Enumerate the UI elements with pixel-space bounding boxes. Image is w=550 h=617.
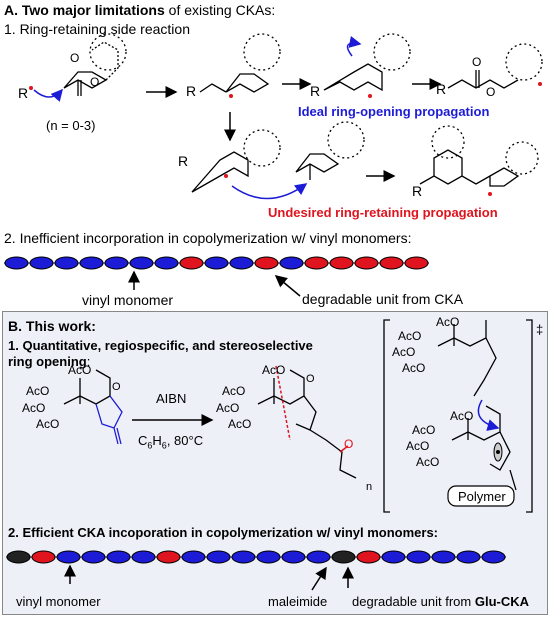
svg-text:R: R (436, 81, 446, 97)
vinyl-bead (256, 550, 281, 564)
chain-b (6, 550, 506, 564)
svg-text:O: O (472, 55, 481, 69)
chain-a (4, 256, 429, 270)
ideal-propagation-label: Ideal ring-opening propagation (298, 104, 490, 119)
cka-monomer-structure (63, 33, 127, 96)
svg-text:R: R (412, 183, 422, 199)
svg-text:O: O (112, 381, 121, 393)
svg-text:AcO: AcO (262, 363, 285, 377)
degradable-unit-text-b: degradable unit from (352, 594, 475, 609)
polymer-label: Polymer (458, 489, 506, 504)
degradable-bead (156, 550, 181, 564)
svg-text:AcO: AcO (392, 345, 415, 359)
panel-b-title: B. This work: (8, 318, 96, 334)
vinyl-bead (79, 256, 104, 270)
degradable-bead (356, 550, 381, 564)
vinyl-bead (204, 256, 229, 270)
vinyl-bead (106, 550, 131, 564)
panel-b-item1-line2: ring opening (8, 354, 87, 369)
svg-text:R: R (186, 83, 196, 99)
glu-cka-label: Glu-CKA (474, 594, 530, 609)
vinyl-monomer-label-a: vinyl monomer (82, 292, 174, 308)
vinyl-bead (279, 256, 304, 270)
svg-text:n: n (366, 481, 372, 493)
degradable-unit-label-b: degradable unit from Glu-CKA (352, 594, 529, 609)
svg-text:AcO: AcO (416, 455, 439, 469)
transition-state-dagger: ‡ (536, 322, 544, 337)
panel-a-title-bold: A. Two major limitations (4, 2, 165, 18)
svg-text:AcO: AcO (36, 417, 59, 431)
vinyl-monomer-label-b: vinyl monomer (16, 594, 101, 609)
vinyl-bead (231, 550, 256, 564)
svg-text:AcO: AcO (216, 401, 239, 415)
svg-text:AcO: AcO (22, 401, 45, 415)
svg-text:AcO: AcO (68, 363, 91, 377)
maleimide-bead (6, 550, 31, 564)
svg-text:AcO: AcO (26, 384, 49, 398)
panel-a-title: A. Two major limitations of existing CKA… (4, 2, 275, 18)
vinyl-bead (104, 256, 129, 270)
degradable-bead (304, 256, 329, 270)
vinyl-bead (229, 256, 254, 270)
conditions-label: C6H6, 80°C (138, 433, 204, 451)
panel-a-title-rest: of existing CKAs: (164, 2, 276, 18)
svg-text:O: O (306, 373, 315, 385)
degradable-bead (404, 256, 429, 270)
maleimide-bead (331, 550, 356, 564)
vinyl-bead (29, 256, 54, 270)
panel-b-item1-line2-wrap: ring opening: (8, 354, 90, 369)
svg-text:O: O (90, 75, 99, 89)
r-radical: R (18, 85, 28, 101)
degradable-bead (179, 256, 204, 270)
degradable-bead (379, 256, 404, 270)
vinyl-bead (131, 550, 156, 564)
vinyl-bead (481, 550, 506, 564)
reagent-label: AIBN (156, 391, 187, 406)
svg-text:AcO: AcO (436, 315, 459, 329)
vinyl-bead (181, 550, 206, 564)
panel-b-item2: 2. Efficient CKA incoporation in copolym… (8, 525, 439, 540)
svg-text:AcO: AcO (450, 409, 473, 423)
vinyl-bead (406, 550, 431, 564)
panel-b (2, 311, 548, 615)
undesired-propagation-label: Undesired ring-retaining propagation (268, 205, 498, 220)
vinyl-bead (54, 256, 79, 270)
vinyl-bead (431, 550, 456, 564)
n-range-label: (n = 0-3) (46, 118, 96, 133)
panel-b-item1-line1: 1. Quantitative, regiospecific, and ster… (8, 338, 313, 353)
svg-text:O: O (344, 437, 353, 451)
vinyl-bead (206, 550, 231, 564)
degradable-bead (329, 256, 354, 270)
vinyl-bead (129, 256, 154, 270)
panel-a-item2: 2. Inefficient incorporation in copolyme… (4, 230, 412, 246)
panel-b-item1-colon: : (86, 354, 91, 369)
vinyl-bead (56, 550, 81, 564)
vinyl-bead (381, 550, 406, 564)
svg-text:AcO: AcO (228, 417, 251, 431)
vinyl-bead (306, 550, 331, 564)
svg-text:AcO: AcO (402, 361, 425, 375)
svg-text:O: O (70, 51, 79, 65)
svg-text:AcO: AcO (406, 439, 429, 453)
degradable-unit-label-a: degradable unit from CKA (302, 291, 464, 307)
vinyl-bead (154, 256, 179, 270)
svg-text:R: R (178, 153, 188, 169)
degradable-bead (31, 550, 56, 564)
degradable-bead (354, 256, 379, 270)
svg-text:O: O (486, 85, 495, 99)
vinyl-bead (456, 550, 481, 564)
degradable-bead (254, 256, 279, 270)
svg-text:R: R (310, 83, 320, 99)
vinyl-bead (81, 550, 106, 564)
vinyl-bead (281, 550, 306, 564)
polymer-box (447, 485, 515, 507)
vinyl-bead (4, 256, 29, 270)
maleimide-label: maleimide (268, 594, 328, 609)
svg-text:AcO: AcO (398, 329, 421, 343)
svg-text:AcO: AcO (222, 384, 245, 398)
svg-text:AcO: AcO (412, 423, 435, 437)
panel-a-item1: 1. Ring-retaining side reaction (4, 21, 190, 37)
